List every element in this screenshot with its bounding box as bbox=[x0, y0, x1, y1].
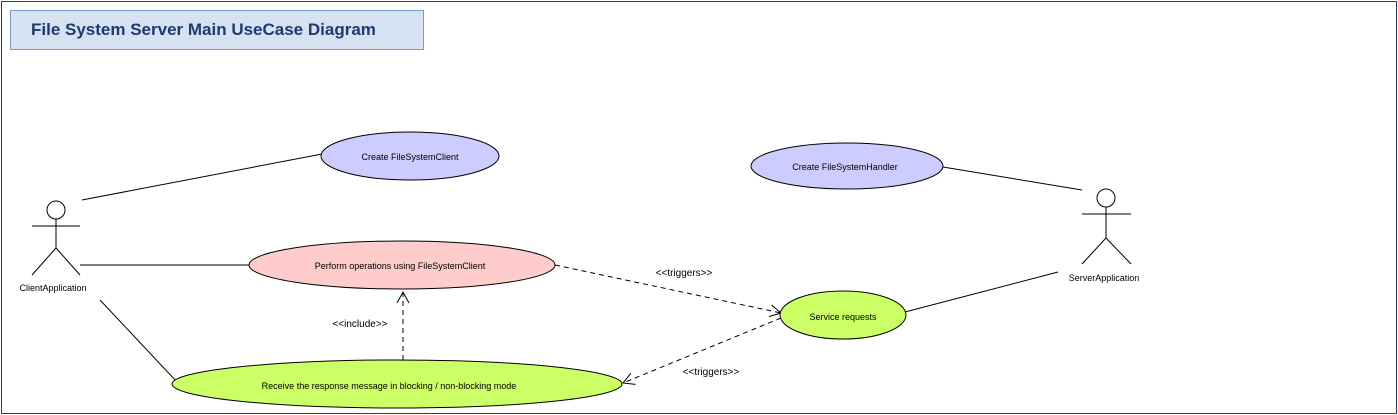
usecase-service-requests-label: Service requests bbox=[809, 312, 877, 322]
actor-server-label: ServerApplication bbox=[1069, 273, 1140, 283]
usecase-create-client[interactable]: Create FileSystemClient bbox=[320, 131, 500, 181]
actor-server[interactable]: ServerApplication bbox=[1069, 188, 1140, 283]
actor-server-icon bbox=[1081, 188, 1132, 265]
assoc-client-receive bbox=[99, 299, 179, 384]
diagram-title-text: File System Server Main UseCase Diagram bbox=[31, 20, 376, 39]
usecase-create-handler-label: Create FileSystemHandler bbox=[792, 162, 898, 172]
assoc-server-service bbox=[904, 271, 1059, 313]
usecase-receive-response-label: Receive the response message in blocking… bbox=[262, 381, 517, 391]
triggers-arrow-to-receive bbox=[622, 317, 782, 385]
actor-client[interactable]: ClientApplication bbox=[19, 200, 87, 293]
triggers-label-1: <<triggers>> bbox=[656, 268, 713, 279]
usecase-create-handler[interactable]: Create FileSystemHandler bbox=[750, 142, 944, 190]
diagram-title: File System Server Main UseCase Diagram bbox=[10, 10, 424, 50]
usecase-create-client-label: Create FileSystemClient bbox=[361, 152, 459, 162]
usecase-service-requests[interactable]: Service requests bbox=[779, 290, 907, 340]
triggers-arrow-to-service bbox=[554, 264, 783, 318]
actor-client-label: ClientApplication bbox=[19, 283, 86, 293]
assoc-server-handler bbox=[942, 166, 1083, 191]
include-label: <<include>> bbox=[332, 319, 387, 330]
actor-client-icon bbox=[31, 200, 81, 276]
usecase-perform-ops-label: Perform operations using FileSystemClien… bbox=[315, 261, 486, 271]
usecase-receive-response[interactable]: Receive the response message in blocking… bbox=[171, 359, 623, 409]
assoc-client-create bbox=[81, 153, 323, 201]
usecase-perform-ops[interactable]: Perform operations using FileSystemClien… bbox=[248, 240, 556, 290]
triggers-label-2: <<triggers>> bbox=[683, 367, 740, 378]
